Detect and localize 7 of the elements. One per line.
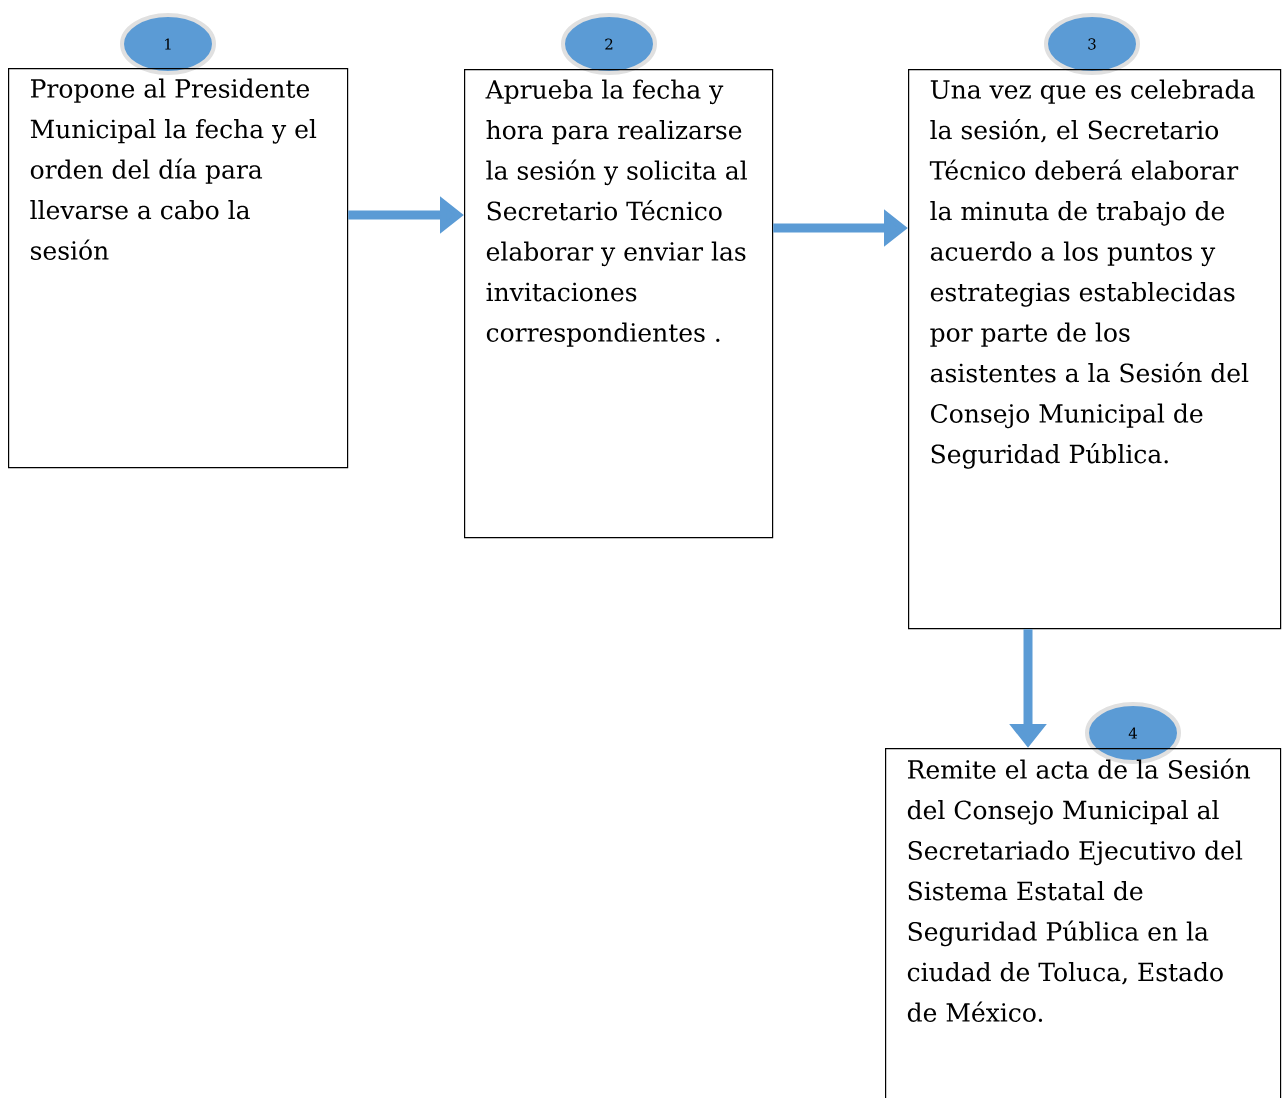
process-box: Aprueba la fecha y hora para realizarse la sesión y solicita al Secretario Técnico elaborar y enviar las invitaciones correspondientes .	[464, 69, 774, 539]
process-box: Remite el acta de la Sesión del Consejo Municipal al Secretariado Ejecutivo del Sistema Estatal de Seguridad Pública en la ciudad de Toluca, Estado de México.	[885, 748, 1282, 1098]
process-box: Propone al Presidente Municipal la fecha y el orden del día para llevarse a cabo la sesión	[8, 68, 349, 469]
number-badge: 3	[1044, 13, 1140, 75]
number-badge: 1	[120, 13, 216, 75]
process-box: Una vez que es celebrada la sesión, el Secretario Técnico deberá elaborar la minuta de trabajo de acuerdo a los puntos y estrategias establecidas por parte de los asistentes a la Sesión del Consejo Municipal de Seguridad Pública.	[908, 69, 1282, 630]
number-badge: 2	[561, 13, 657, 75]
